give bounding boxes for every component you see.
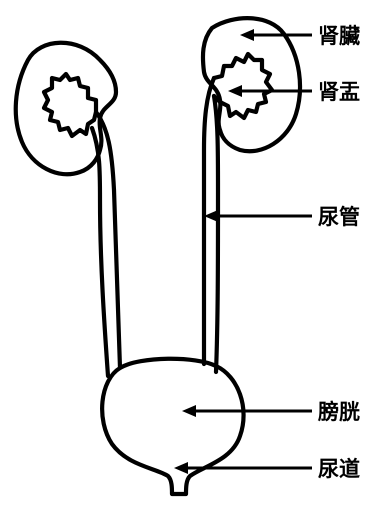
label-ureter: 尿管 [318, 205, 360, 229]
arrow-ureter [204, 210, 312, 222]
right-ureter-inner [214, 96, 218, 372]
left-ureter-inner [92, 128, 108, 376]
arrow-bladder [182, 405, 312, 417]
label-urethra: 尿道 [318, 457, 360, 481]
label-bladder: 膀胱 [317, 400, 360, 424]
label-renal-pelvis: 肾盂 [318, 80, 360, 104]
left-renal-pelvis [44, 74, 96, 136]
arrow-kidney [240, 29, 312, 41]
right-ureter [204, 78, 214, 364]
label-kidney: 肾臟 [318, 24, 360, 48]
left-kidney [16, 43, 116, 175]
right-renal-pelvis [214, 54, 272, 118]
bladder [102, 359, 243, 494]
